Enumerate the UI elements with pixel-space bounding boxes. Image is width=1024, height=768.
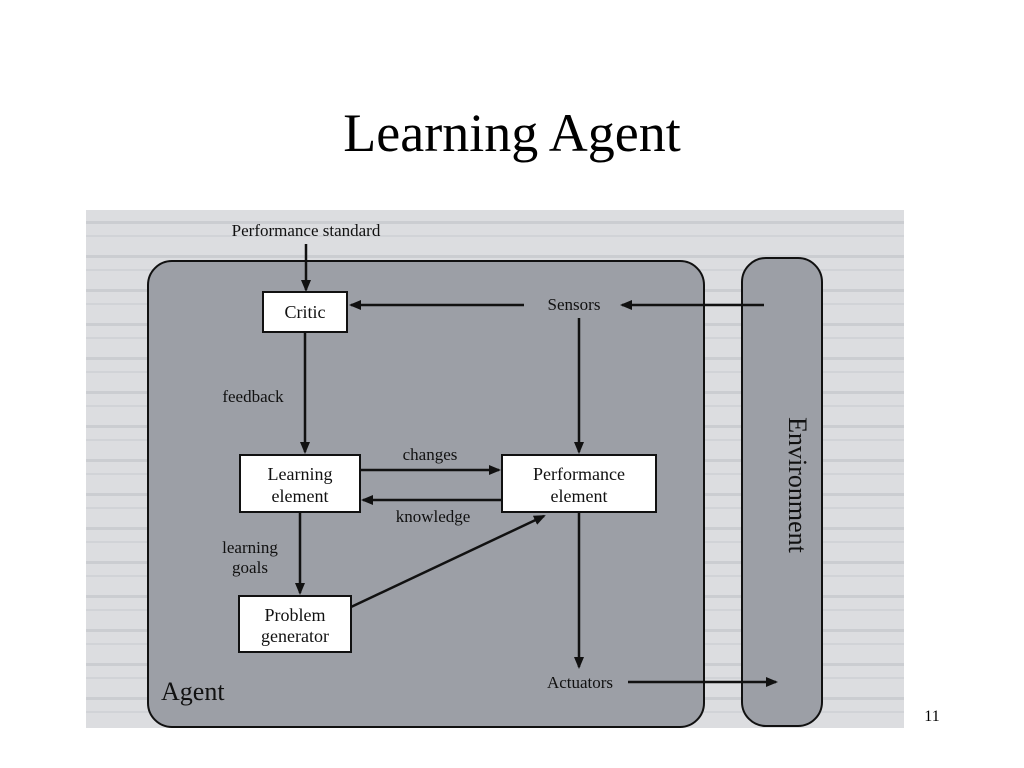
- sensors-label: Sensors: [548, 295, 601, 314]
- critic-label: Critic: [285, 302, 326, 322]
- problem-generator-label-line2: generator: [261, 626, 329, 646]
- performance-element-label-line2: element: [551, 486, 608, 506]
- learning-element-label-line1: Learning: [268, 464, 333, 484]
- critic-box: [262, 291, 348, 333]
- feedback-label: feedback: [222, 387, 284, 406]
- actuators-label: Actuators: [547, 673, 613, 692]
- learning-element-label-line2: element: [272, 486, 329, 506]
- slide-title: Learning Agent: [343, 103, 681, 163]
- knowledge-label: knowledge: [396, 507, 471, 526]
- problem-generator-box: [238, 595, 352, 653]
- agent-label: Agent: [161, 677, 225, 706]
- learning-goals-label-line1: learning: [222, 538, 278, 557]
- performance-standard-label: Performance standard: [232, 221, 381, 240]
- page-number: 11: [924, 708, 940, 725]
- agent-diagram: Performance standard Critic Sensors Lear…: [86, 210, 904, 728]
- performance-element-label-line1: Performance: [533, 464, 625, 484]
- changes-label: changes: [403, 445, 458, 464]
- arrow-problem-to-performance: [350, 514, 546, 609]
- environment-panel: [741, 257, 823, 727]
- learning-goals-label-line2: goals: [232, 558, 268, 577]
- problem-generator-label-line1: Problem: [265, 605, 326, 625]
- diagram-photo: Performance standard Critic Sensors Lear…: [86, 210, 904, 728]
- environment-label: Environment: [783, 417, 812, 554]
